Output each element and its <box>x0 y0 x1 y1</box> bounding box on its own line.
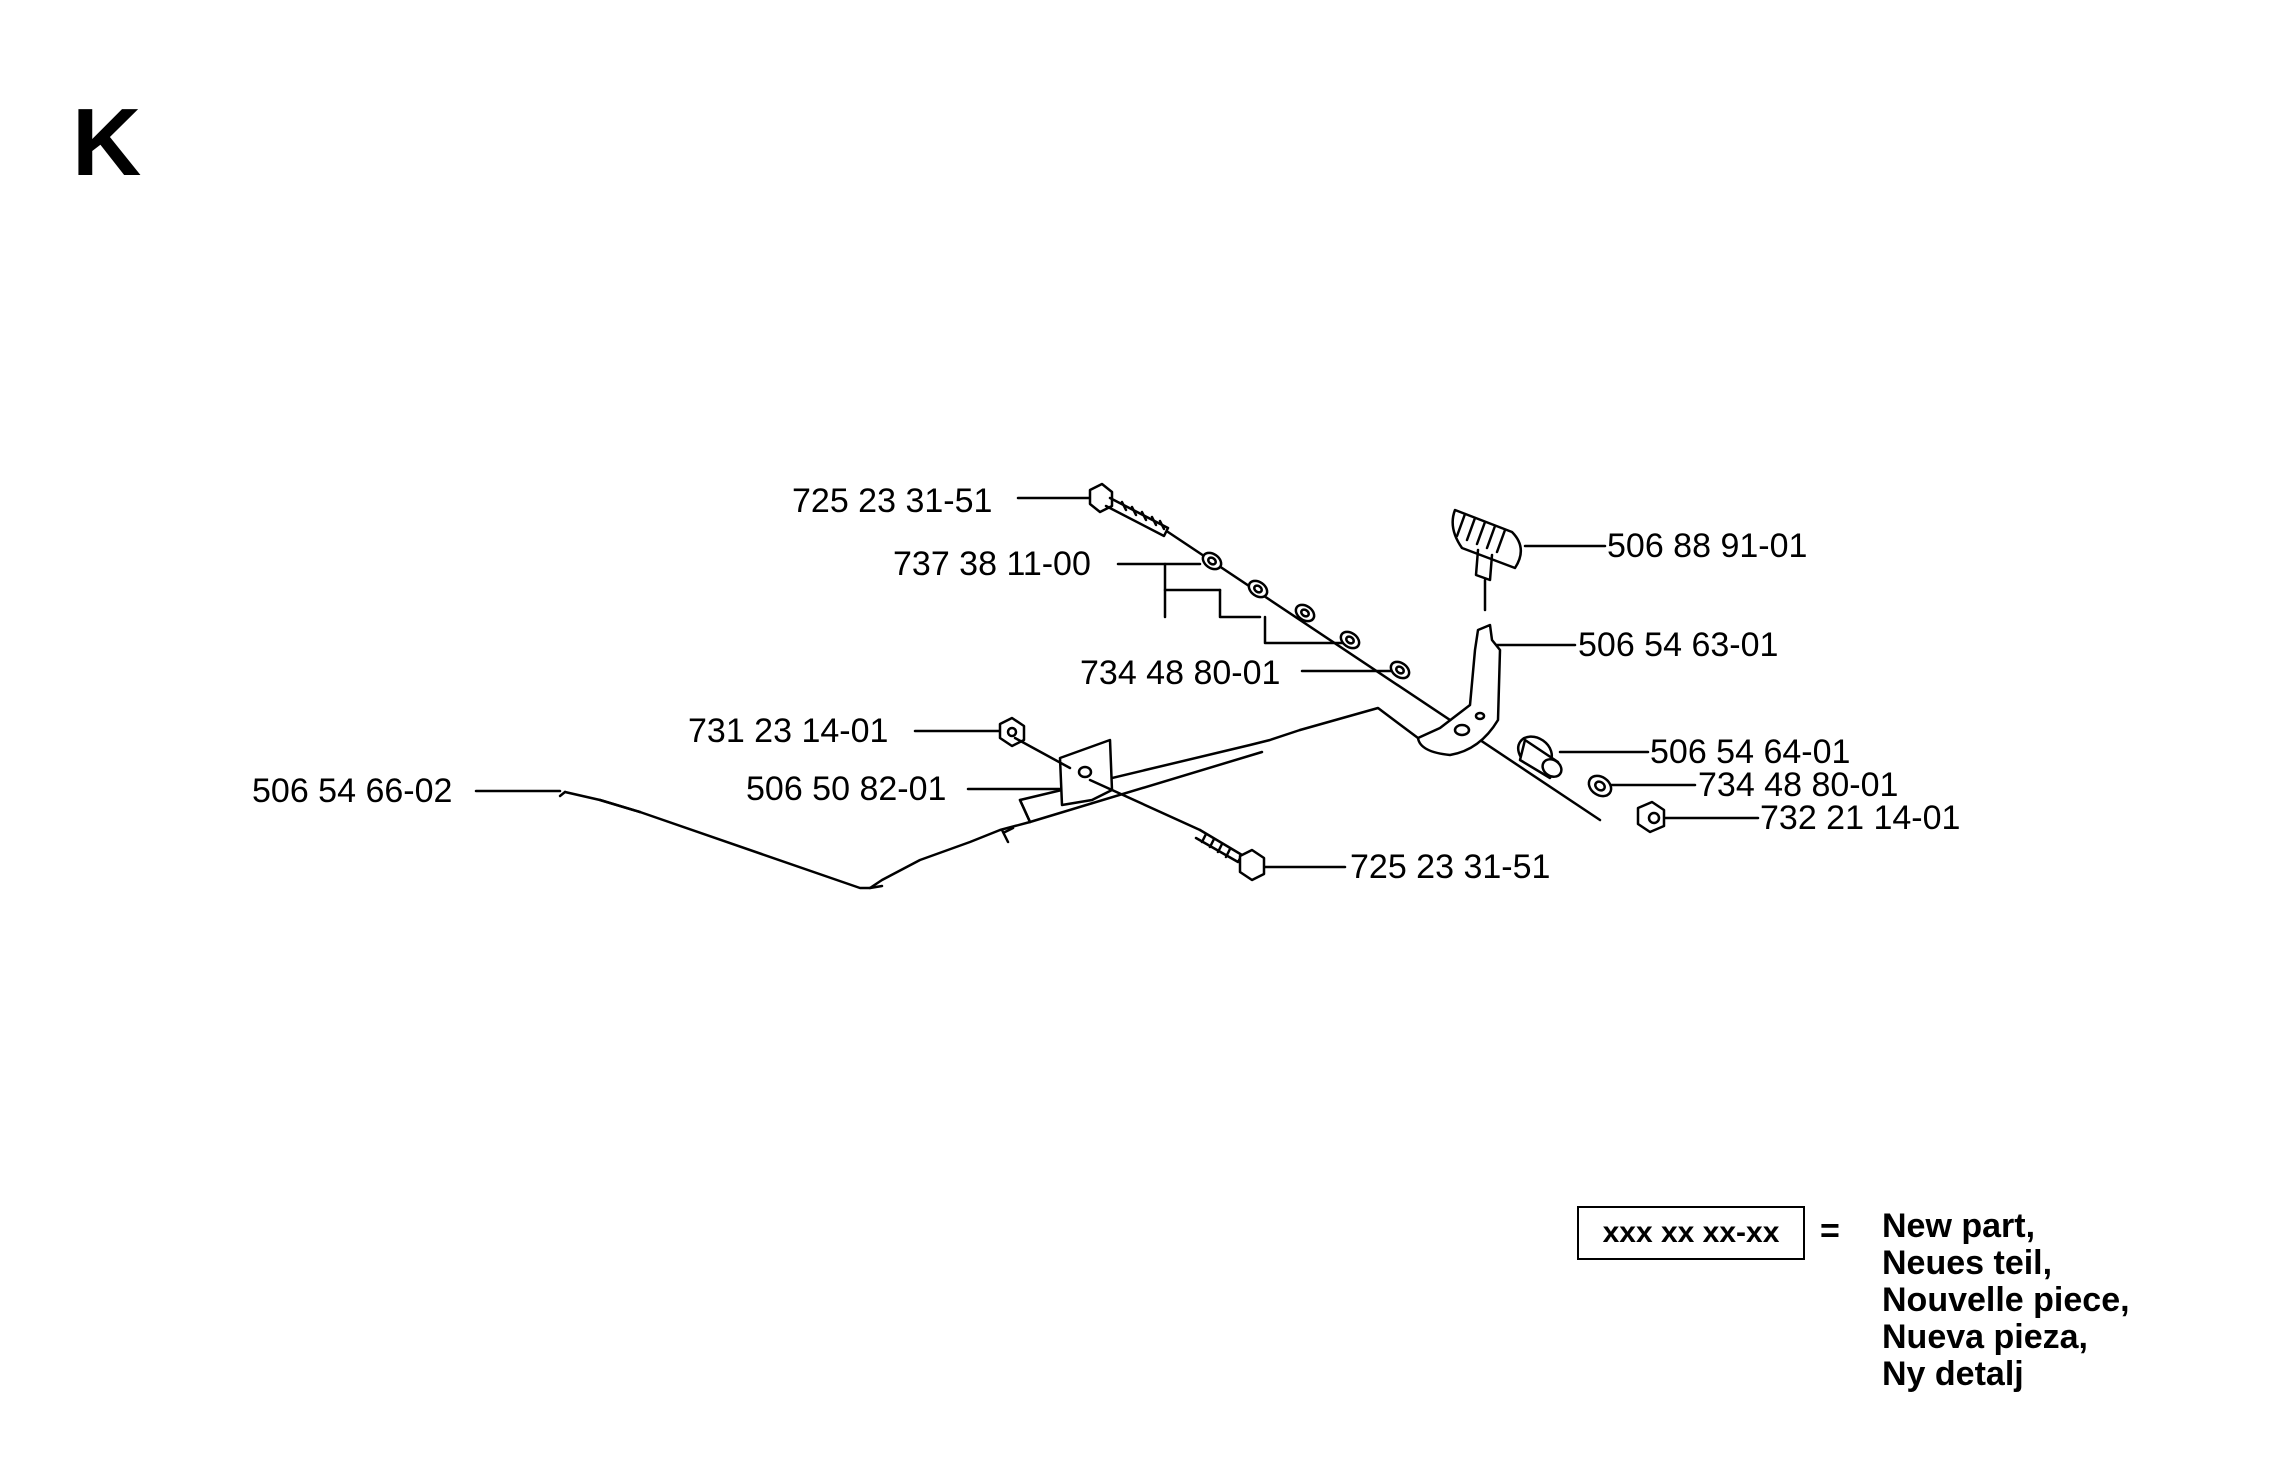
legend-line: New part, <box>1882 1207 2036 1245</box>
callout-top-bolt: 725 23 31-51 <box>792 482 993 520</box>
callout-spacer: 506 54 64-01 <box>1650 733 1851 771</box>
legend-line: Nouvelle piece, <box>1882 1281 2130 1319</box>
legend-list: New part, Neues teil, Nouvelle piece, Nu… <box>1882 1208 2130 1393</box>
callout-cable: 506 54 66-02 <box>252 772 453 810</box>
leader-lines <box>474 496 1760 869</box>
lever <box>1298 623 1502 757</box>
bracket <box>1058 738 1114 807</box>
washers <box>1201 551 1411 680</box>
legend-line: Ny detalj <box>1882 1355 2024 1393</box>
assembly-axis <box>1166 530 1602 822</box>
page-letter: K <box>72 89 142 196</box>
legend-equals: = <box>1820 1212 1840 1250</box>
spacer <box>1516 735 1563 780</box>
callout-lever: 506 54 63-01 <box>1578 626 1779 664</box>
callout-nut-731: 731 23 14-01 <box>688 712 889 750</box>
callout-bottom-bolt: 725 23 31-51 <box>1350 848 1551 886</box>
top-bolt <box>1088 482 1170 538</box>
callout-washer-737: 737 38 11-00 <box>893 545 1091 583</box>
legend-sample-box: xxx xx xx-xx <box>1577 1206 1805 1260</box>
legend-line: Nueva pieza, <box>1882 1318 2088 1356</box>
knob <box>1451 508 1522 612</box>
legend-line: Neues teil, <box>1882 1244 2053 1282</box>
cable <box>558 728 1302 890</box>
lever-nut <box>1636 800 1666 834</box>
bottom-bolt <box>1088 778 1266 882</box>
callout-washer-734-a: 734 48 80-01 <box>1080 654 1281 692</box>
callout-washer-734-b: 734 48 80-01 <box>1698 766 1899 804</box>
callout-nut-732: 732 21 14-01 <box>1760 799 1961 837</box>
callout-bracket: 506 50 82-01 <box>746 770 947 808</box>
callout-knob: 506 88 91-01 <box>1607 527 1808 565</box>
lower-washer <box>1587 774 1613 798</box>
